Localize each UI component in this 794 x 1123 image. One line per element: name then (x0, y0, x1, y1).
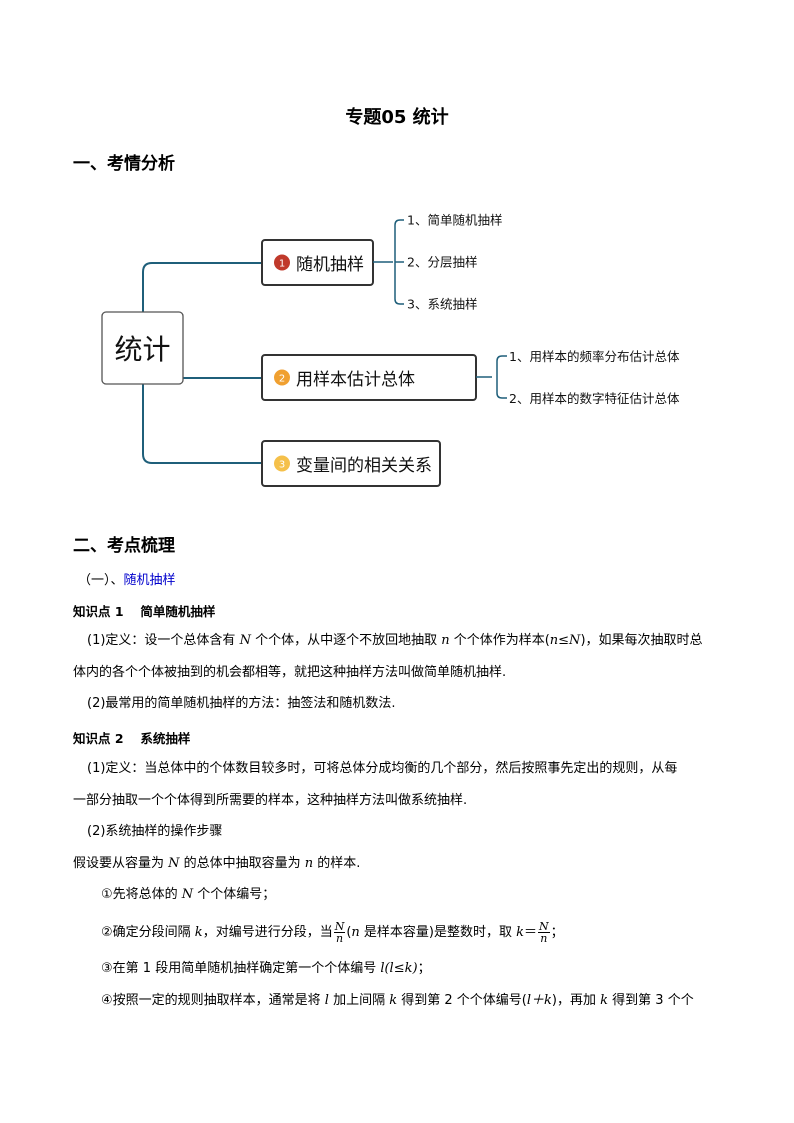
kp1-definition-line-2: 体内的各个个体被抽到的机会都相等，就把这种抽样方法叫做简单随机抽样. (73, 665, 507, 680)
branch-2-child-2: 2、用样本的数字特征估计总体 (509, 391, 680, 406)
step-1: ①先将总体的 N 个个体编号； (101, 887, 276, 902)
branch-node-3 (261, 440, 441, 487)
kp2-definition: (1)定义：当总体中的个体数目较多时，可将总体分成均衡的几个部分，然后按照事先定… (73, 759, 733, 811)
branch-2-child-1: 1、用样本的频率分布估计总体 (509, 349, 680, 364)
subsection-heading: （一）、随机抽样 (78, 569, 176, 588)
kp2-definition-line-1: (1)定义：当总体中的个体数目较多时，可将总体分成均衡的几个部分，然后按照事先定… (87, 761, 678, 776)
subsection-prefix: （一）、 (78, 573, 124, 588)
branch-1-child-3: 3、系统抽样 (407, 297, 477, 312)
connector-branch-2-bracket (496, 355, 507, 399)
branch-2-number-badge (274, 369, 290, 386)
knowledge-point-2-heading: 知识点 2 系统抽样 (73, 731, 191, 746)
branch-3-number-badge (274, 455, 290, 472)
mind-map: 统计 1 随机抽样 2 用样本估计总体 3 变量间的相关关系 1、简单随机抽样 … (101, 213, 680, 487)
kp2-definition-line-2: 一部分抽取一个个体得到所需要的样本，这种抽样方法叫做系统抽样. (73, 793, 468, 808)
step-4: ④按照一定的规则抽取样本，通常是将 l 加上间隔 k 得到第 2 个个体编号(l… (101, 993, 694, 1008)
section-heading-analysis: 一、考情分析 (73, 154, 175, 174)
branch-1-number-badge (274, 254, 290, 271)
root-label: 统计 (114, 333, 170, 366)
knowledge-point-1-heading: 知识点 1 简单随机抽样 (73, 604, 216, 619)
connector-root-to-branch-1 (142, 262, 262, 312)
branch-1-number: 1 (279, 259, 285, 270)
branch-1-child-2: 2、分层抽样 (407, 255, 477, 270)
connector-root-to-branch-3 (142, 384, 262, 464)
branch-3-number: 3 (279, 460, 285, 471)
branch-1-label: 随机抽样 (296, 255, 364, 275)
branch-2-number: 2 (279, 374, 285, 385)
kp1-methods: (2)最常用的简单随机抽样的方法：抽签法和随机数法. (87, 696, 396, 711)
kp1-definition: (1)定义：设一个总体含有 N 个个体，从中逐个不放回地抽取 n 个个体作为样本… (73, 631, 733, 683)
kp1-definition-line-1: (1)定义：设一个总体含有 N 个个体，从中逐个不放回地抽取 n 个个体作为样本… (87, 633, 703, 648)
root-node (101, 311, 184, 385)
kp2-steps-heading: (2)系统抽样的操作步骤 (87, 824, 223, 839)
branch-3-label: 变量间的相关关系 (296, 456, 432, 476)
subsection-link[interactable]: 随机抽样 (123, 573, 176, 588)
page-title: 专题05 统计 (345, 107, 449, 128)
section-heading-points: 二、考点梳理 (73, 536, 175, 556)
assumption-line: 假设要从容量为 N 的总体中抽取容量为 n 的样本. (73, 856, 361, 871)
step-3: ③在第 1 段用简单随机抽样确定第一个个体编号 l(l≤k)； (101, 961, 431, 976)
branch-1-child-1: 1、简单随机抽样 (407, 213, 502, 228)
branch-2-label: 用样本估计总体 (296, 370, 415, 390)
